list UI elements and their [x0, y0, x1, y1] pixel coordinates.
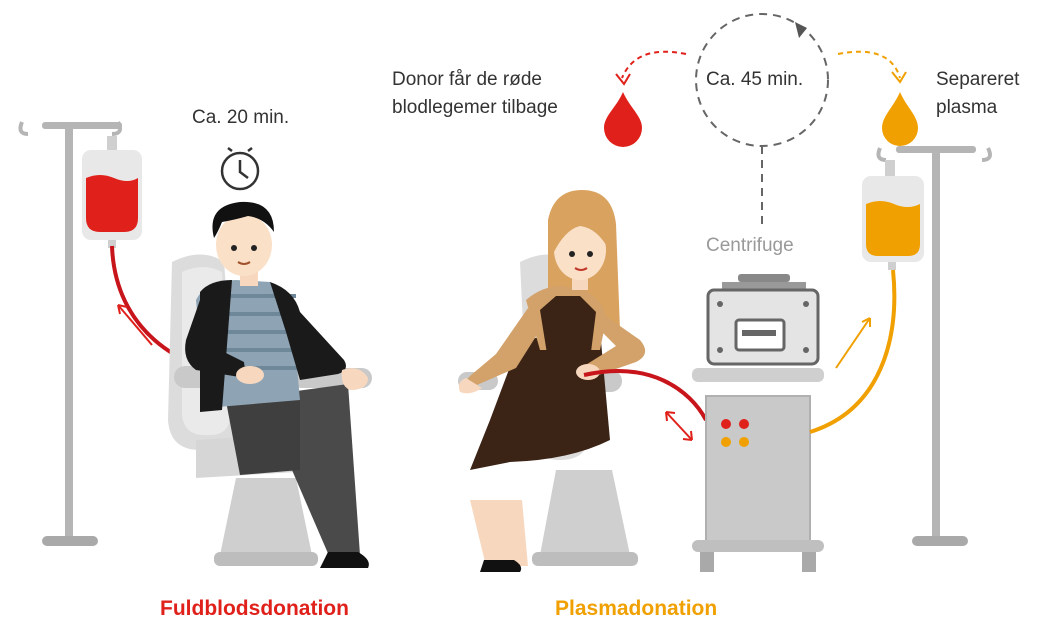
- red-drop-icon: [604, 92, 642, 147]
- separation-arrow: [838, 52, 900, 78]
- plasma-drop-icon: [882, 92, 918, 146]
- blood-bag: [82, 136, 142, 248]
- plasma-time-label: Ca. 45 min.: [706, 66, 803, 93]
- centrifuge-cycle: [696, 14, 828, 226]
- plasma-donation-caption: Plasmadonation: [555, 597, 717, 621]
- plasma-tube: [810, 270, 894, 432]
- donor-returns-label-line1: Donor får de røde: [392, 66, 542, 93]
- flow-arrow-two-way: [666, 412, 692, 440]
- separated-plasma-label-line2: plasma: [936, 94, 997, 121]
- flow-arrow-right: [836, 318, 870, 368]
- plasma-bag: [862, 160, 924, 270]
- return-arrow: [622, 52, 686, 78]
- flow-arrow-left: [118, 305, 152, 345]
- separated-plasma-label-line1: Separeret: [936, 66, 1019, 93]
- centrifuge-label: Centrifuge: [706, 232, 794, 259]
- whole-blood-time-label: Ca. 20 min.: [192, 104, 289, 131]
- whole-blood-donation-caption: Fuldblodsdonation: [160, 597, 349, 621]
- centrifuge: [692, 274, 824, 572]
- donor-returns-label-line2: blodlegemer tilbage: [392, 94, 558, 121]
- clock-icon: [222, 148, 258, 189]
